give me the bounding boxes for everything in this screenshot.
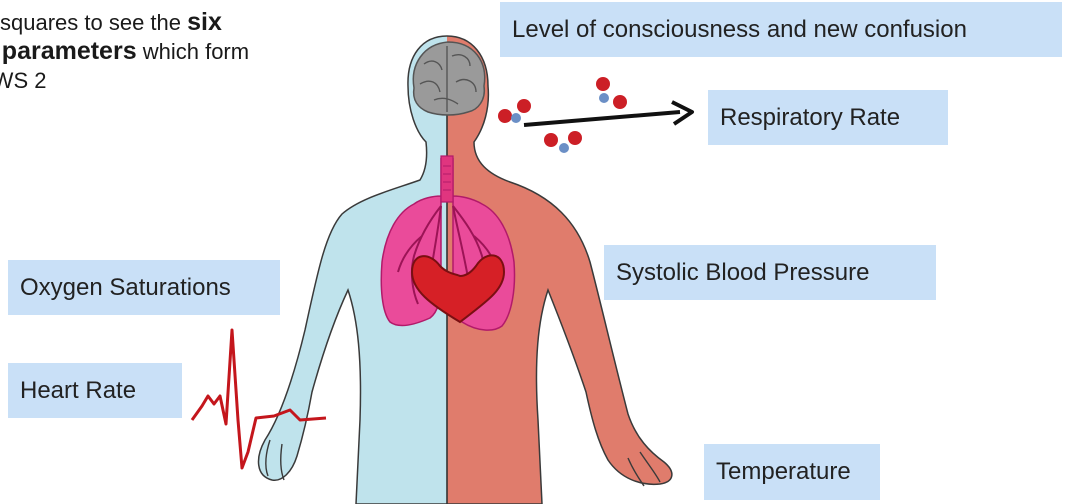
arrow-right-icon xyxy=(524,102,692,125)
systolic-bp-parameter-box[interactable]: Systolic Blood Pressure xyxy=(604,245,936,300)
temperature-parameter-box[interactable]: Temperature xyxy=(704,444,880,500)
oxygen-saturations-parameter-box[interactable]: Oxygen Saturations xyxy=(8,260,280,315)
brain-icon xyxy=(413,42,484,115)
heart-rate-parameter-box[interactable]: Heart Rate xyxy=(8,363,182,418)
respiratory-rate-parameter-box[interactable]: Respiratory Rate xyxy=(708,90,948,145)
oxygen-molecules-icon xyxy=(498,77,627,153)
consciousness-parameter-box[interactable]: Level of consciousness and new confusion xyxy=(500,2,1062,57)
